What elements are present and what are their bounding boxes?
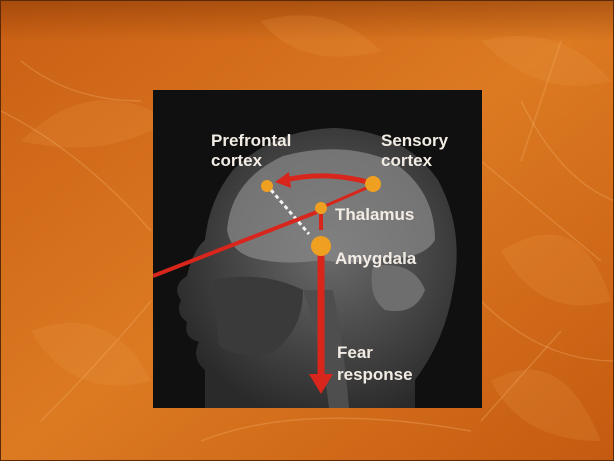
sensory-cortex-node — [365, 176, 381, 192]
sensory-label: Sensory cortex — [381, 131, 453, 170]
amygdala-node — [311, 236, 331, 256]
thalamus-node — [315, 202, 327, 214]
brain-fear-pathway-diagram: Prefrontal cortex Sensory cortex Thalamu… — [153, 90, 482, 408]
prefrontal-cortex-node — [261, 180, 273, 192]
thalamus-label: Thalamus — [335, 205, 414, 224]
diagram-canvas: Prefrontal cortex Sensory cortex Thalamu… — [153, 90, 482, 408]
amygdala-label: Amygdala — [335, 249, 417, 268]
